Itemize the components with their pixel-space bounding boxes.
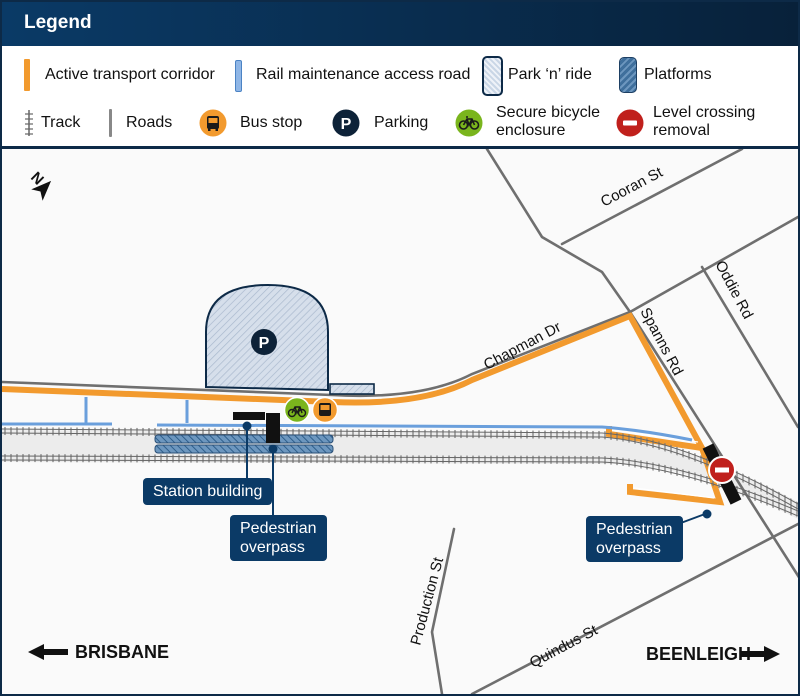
park-n-ride-annex: [329, 383, 375, 395]
legend-label: Secure bicycle enclosure: [496, 104, 601, 139]
blue-line-icon: [235, 60, 242, 92]
parking-icon: P: [332, 109, 360, 137]
no-entry-icon: [616, 109, 644, 137]
legend-label: Roads: [126, 114, 173, 131]
callout-line: Pedestrian: [240, 520, 317, 537]
street-label-quindus: Quindus St: [527, 621, 601, 671]
track-icon: [25, 110, 33, 136]
callout-line: overpass: [596, 540, 661, 557]
callout-pedestrian-overpass-west: Pedestrian overpass: [230, 515, 327, 561]
road-spanns: [485, 149, 798, 579]
callout-station-building: Station building: [143, 478, 273, 505]
legend-title: Legend: [24, 12, 92, 33]
road-chapman: [2, 310, 632, 398]
bicycle-icon: [455, 109, 483, 137]
direction-label-brisbane: BRISBANE: [75, 642, 170, 662]
svg-text:P: P: [341, 116, 352, 133]
active-transport-corridor: [2, 312, 725, 506]
hatched-light-area-icon: [482, 56, 503, 96]
road-line-icon: [109, 109, 112, 137]
arrow-right-icon: [740, 646, 780, 662]
platform-south: [154, 444, 334, 454]
street-label-production: Production St: [407, 555, 447, 647]
road-oddie: [700, 265, 798, 429]
legend-panel: Active transport corridor Rail maintenan…: [2, 46, 798, 149]
parking-icon: [251, 329, 277, 355]
callout-pedestrian-overpass-east: Pedestrian overpass: [586, 516, 683, 562]
legend-label: Level crossing removal: [653, 104, 756, 139]
map-svg: P: [2, 149, 798, 694]
street-label-oddie: Oddie Rd: [711, 258, 756, 322]
rail-maintenance-road: [2, 397, 693, 442]
legend-label: Park ‘n’ ride: [508, 66, 592, 83]
tracks: [2, 427, 798, 518]
road-chapman-east: [628, 215, 798, 314]
hatched-dark-area-icon: [619, 57, 637, 93]
legend-header: Legend: [2, 2, 798, 46]
pedestrian-overpass-west: [266, 413, 280, 443]
arrow-left-icon: [28, 644, 68, 660]
street-label-cooran: Cooran St: [598, 163, 666, 210]
map-area: P: [2, 149, 798, 694]
legend-label: Track: [41, 114, 81, 131]
legend-label: Bus stop: [240, 114, 303, 131]
svg-text:P: P: [259, 335, 270, 352]
legend-label: Parking: [374, 114, 429, 131]
callout-line: Pedestrian: [596, 521, 673, 538]
bus-icon: [199, 109, 227, 137]
legend-label: Active transport corridor: [45, 66, 215, 83]
direction-label-beenleigh: BEENLEIGH: [646, 644, 752, 664]
platform-north: [154, 434, 334, 444]
road-production: [430, 527, 456, 694]
roads: [2, 149, 798, 694]
station-building: [233, 412, 265, 420]
callout-line: overpass: [240, 539, 305, 556]
road-cooran: [560, 149, 744, 246]
bicycle-icon: [283, 396, 311, 424]
bus-icon: [311, 396, 339, 424]
legend-label: Platforms: [644, 66, 712, 83]
orange-line-icon: [24, 59, 30, 91]
road-quindus: [470, 522, 798, 694]
legend-label: Rail maintenance access road: [256, 66, 471, 83]
north-arrow-icon: [31, 180, 52, 201]
